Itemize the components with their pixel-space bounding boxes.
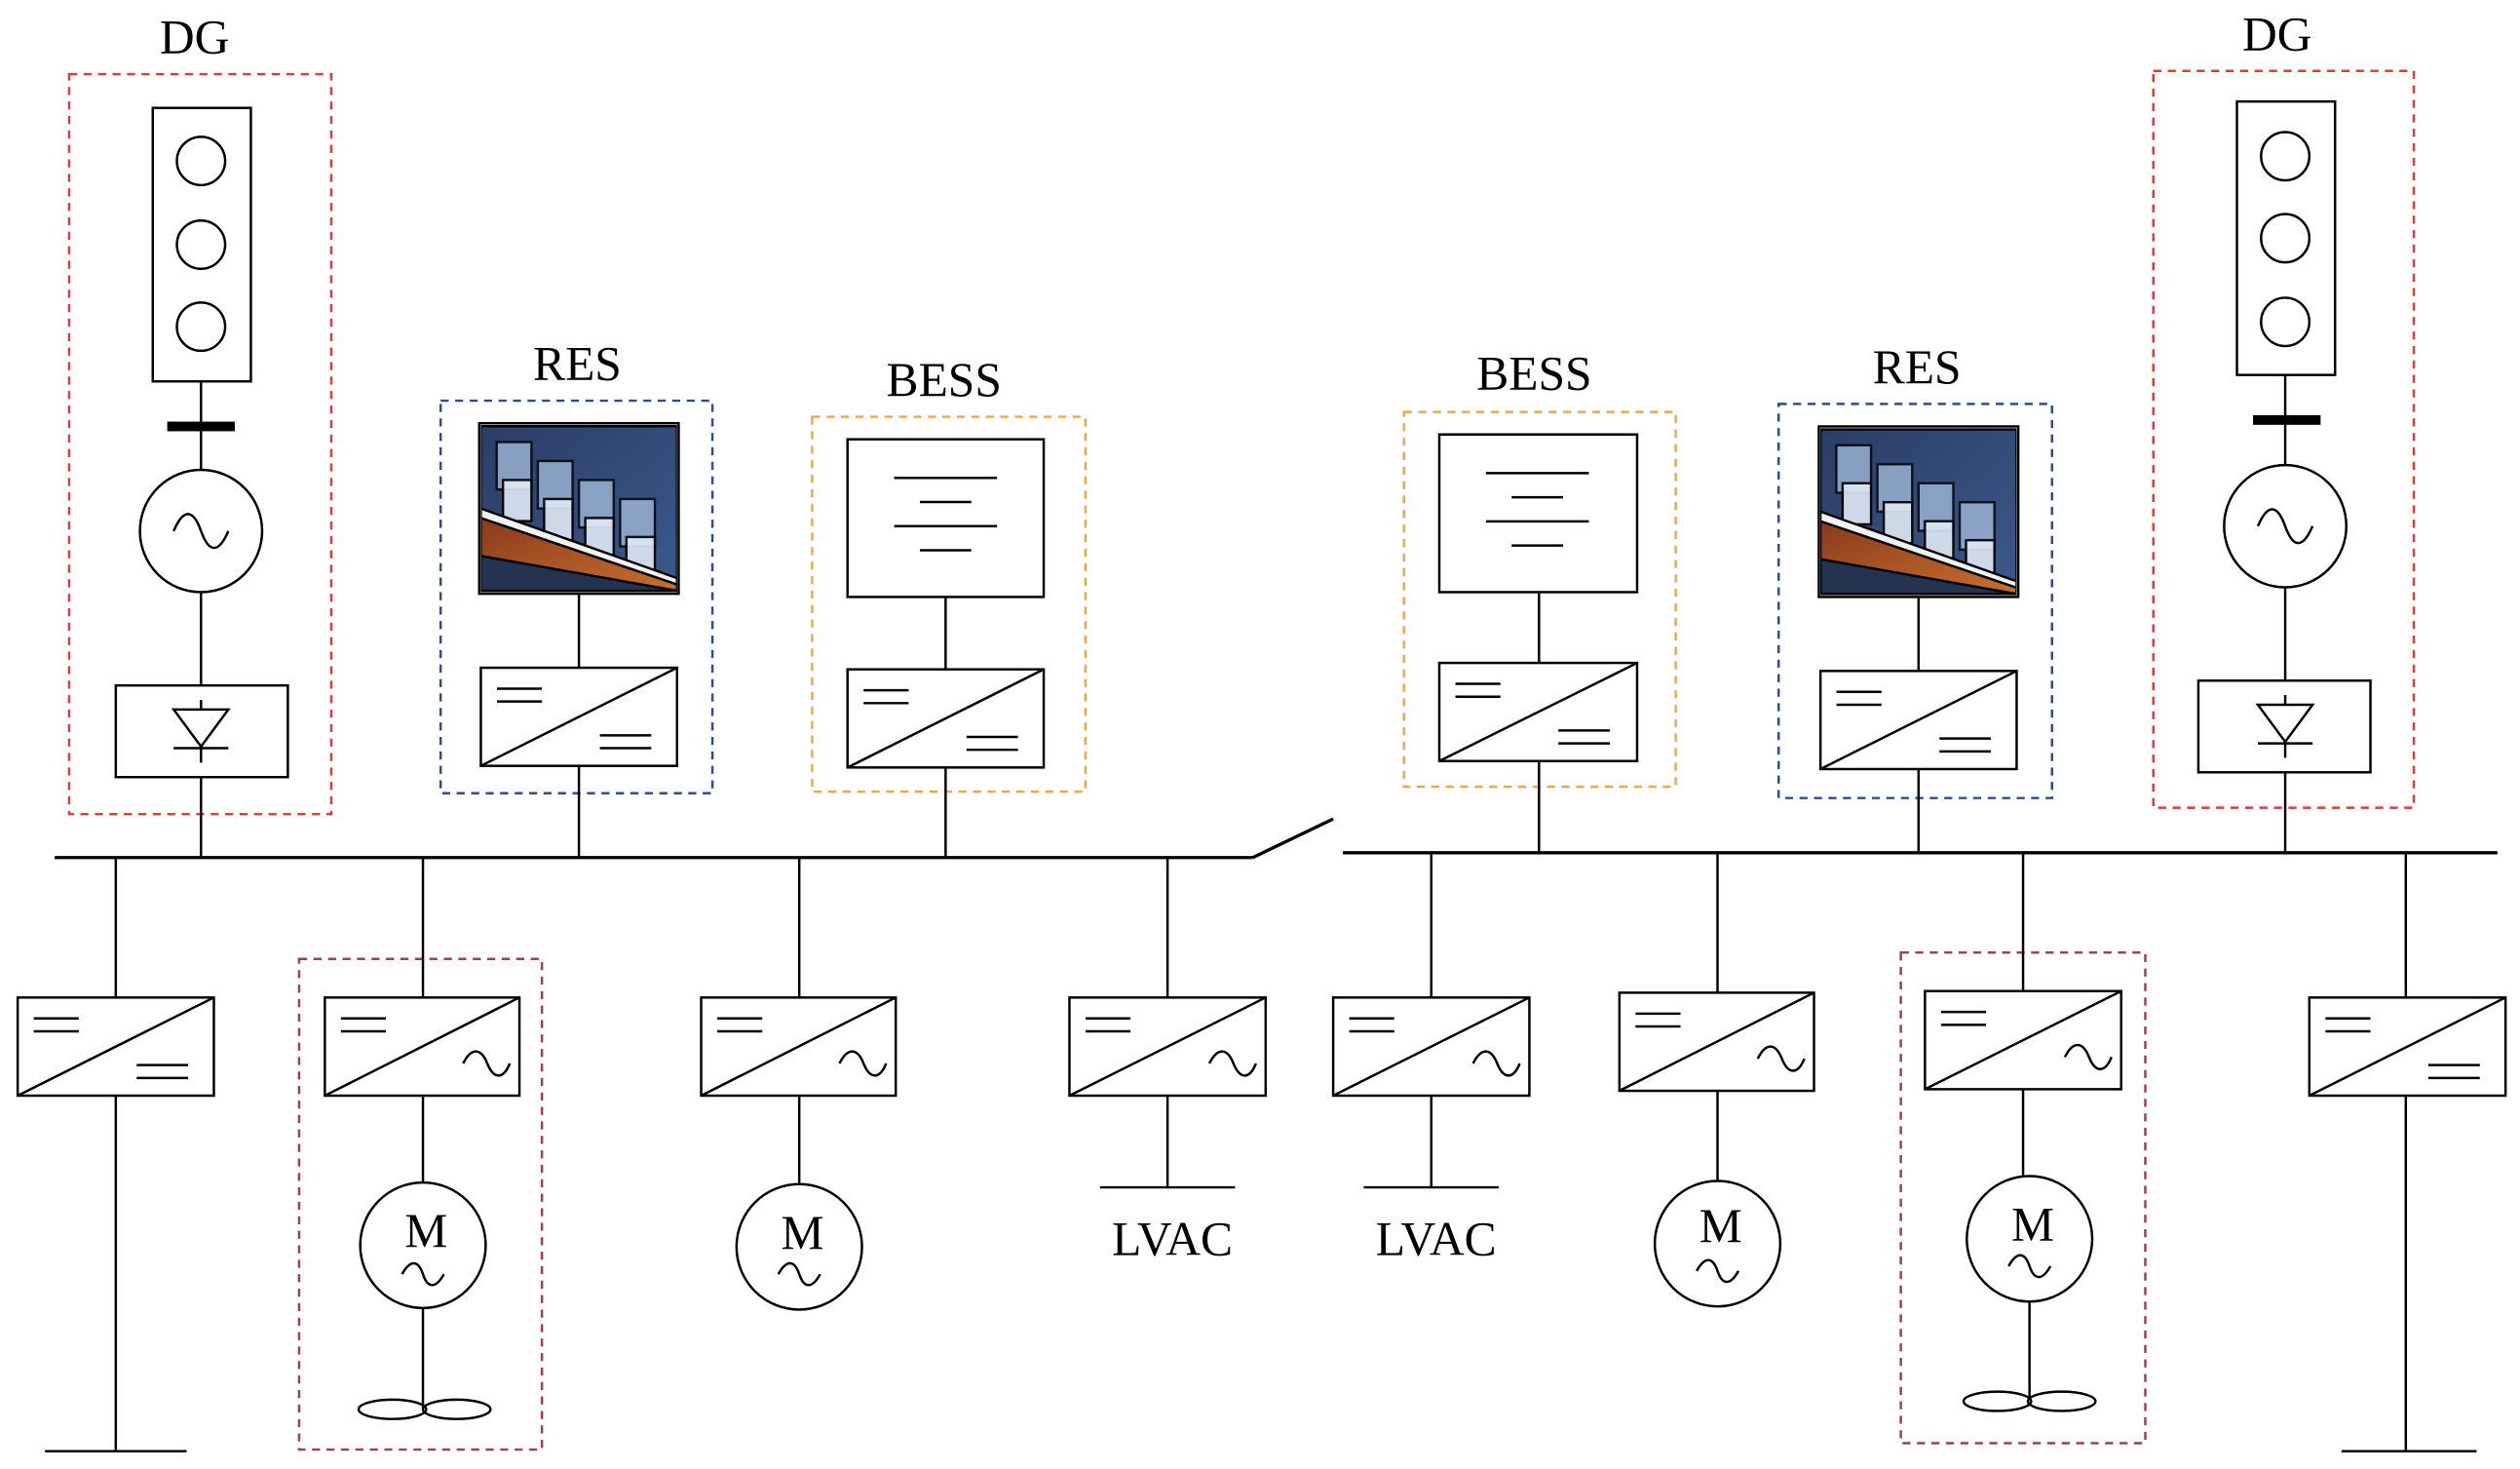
res-left-label: RES [533, 337, 622, 391]
dc-ac-inverter-icon [324, 996, 521, 1098]
dc-ac-inverter-icon [1924, 989, 2122, 1091]
dc-dc-converter-icon [16, 996, 215, 1098]
bess-left-frame [811, 415, 1088, 793]
bess-right [1402, 410, 1677, 853]
bess-left [811, 415, 1088, 858]
dc-ac-inverter-icon [1068, 996, 1268, 1098]
battery-icon [1437, 433, 1639, 594]
dg-left-label: DG [160, 11, 230, 64]
dc-ac-inverter-icon [1331, 996, 1531, 1098]
battery-icon [846, 438, 1046, 599]
res-left-frame [439, 399, 714, 794]
dc-dc-converter-icon [1818, 670, 2018, 771]
coupling-bar [167, 421, 235, 432]
dg-right-label: DG [2242, 7, 2312, 60]
motor-label: M [781, 1206, 823, 1259]
solar-panel-icon [1820, 428, 2017, 596]
coupling-bar [2253, 414, 2321, 425]
dc-dc-converter-icon [846, 668, 1046, 769]
res-right [1776, 403, 2054, 853]
dc-dc-converter-icon [1437, 661, 1639, 762]
feeder-propulsion-right [1899, 852, 2147, 1445]
bess-right-label: BESS [1476, 347, 1591, 401]
solar-panel-icon [480, 424, 677, 593]
dg-right [2152, 69, 2416, 853]
engine-cylinders-icon [151, 106, 252, 383]
breaker-switch-icon[interactable] [1251, 817, 1334, 860]
feeder-lvac-right [1331, 852, 1531, 1189]
dc-dc-converter-icon [2308, 996, 2507, 1098]
res-left [439, 399, 714, 858]
motor-label: M [2011, 1198, 2054, 1252]
feeder-dc-right [2308, 852, 2507, 1452]
feeder-lvac-left [1068, 857, 1268, 1189]
feeder-motor-right [1618, 852, 1815, 1308]
res-right-frame [1776, 403, 2054, 799]
motor-label: M [404, 1204, 447, 1257]
feeder-propulsion-left [297, 857, 544, 1451]
dc-dc-converter-icon [479, 666, 679, 767]
lvac-right-label: LVAC [1376, 1212, 1497, 1265]
feeder-dc-left [16, 857, 215, 1452]
ac-motor-icon [735, 1182, 863, 1311]
diode-rectifier-icon [114, 683, 289, 779]
dc-ac-inverter-icon [1618, 991, 1815, 1093]
ac-generator-icon [2223, 463, 2348, 589]
ac-generator-icon [138, 468, 264, 594]
propeller-icon [1962, 1390, 2097, 1412]
dg-right-frame [2152, 69, 2416, 809]
diode-rectifier-icon [2196, 678, 2372, 774]
engine-cylinders-icon [2235, 99, 2337, 376]
bess-left-label: BESS [887, 353, 1002, 406]
dc-ac-inverter-icon [700, 996, 897, 1098]
res-right-label: RES [1873, 340, 1962, 394]
propeller-icon [357, 1398, 492, 1420]
feeder-motor-left [700, 857, 897, 1311]
lvac-left-label: LVAC [1112, 1212, 1233, 1265]
ac-motor-icon [1653, 1179, 1782, 1308]
propulsion-left-frame [297, 957, 544, 1451]
dg-left [67, 72, 333, 858]
motor-label: M [1699, 1199, 1742, 1253]
